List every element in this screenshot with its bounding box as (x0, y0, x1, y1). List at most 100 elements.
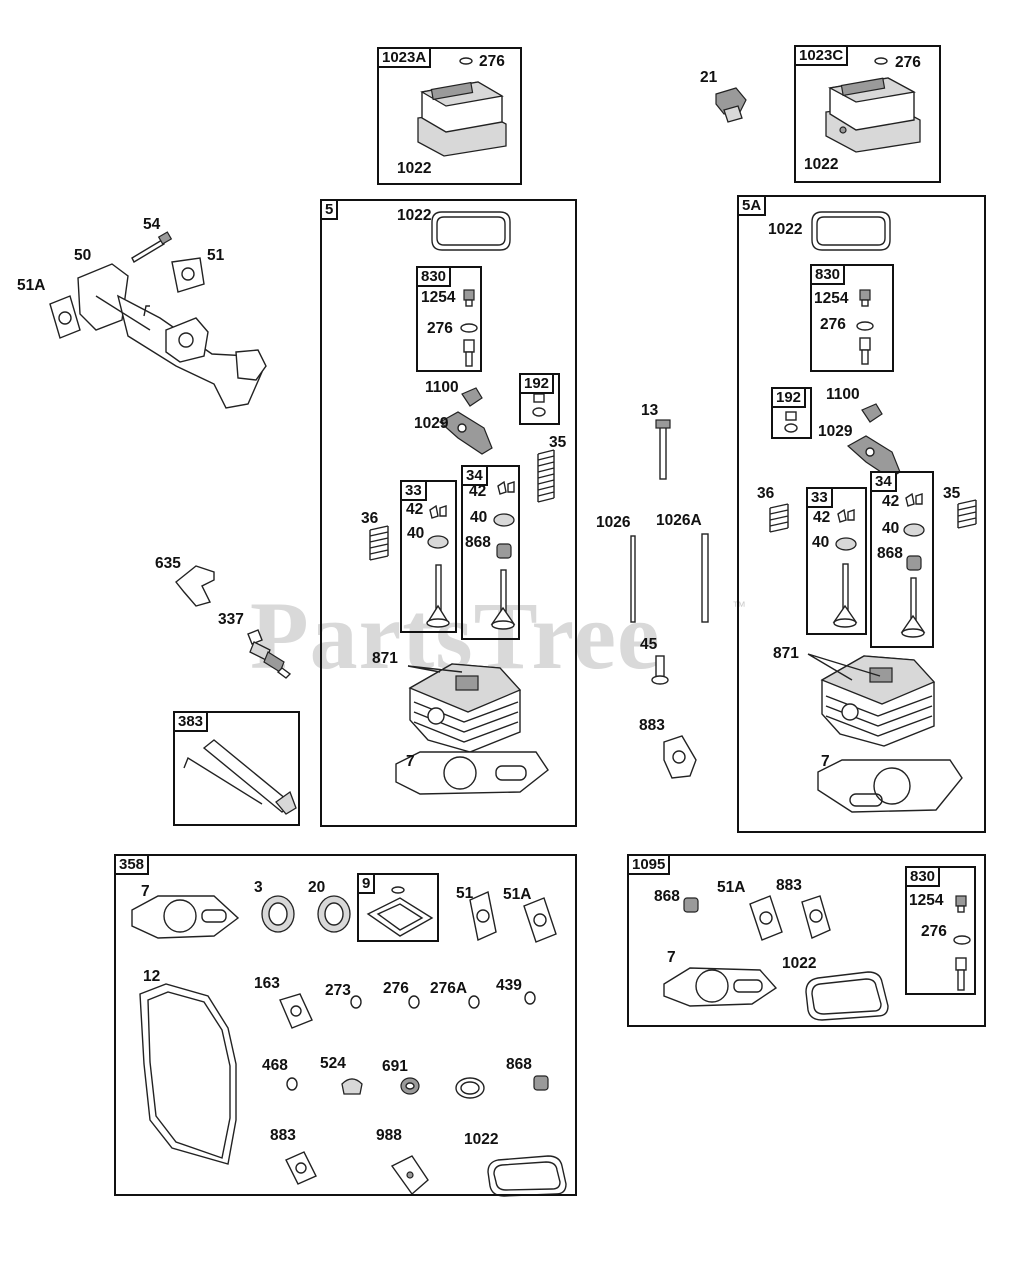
stud-icon (955, 957, 967, 991)
gasket-icon (171, 257, 205, 293)
callout-468: 468 (262, 1057, 288, 1074)
callout-868: 868 (506, 1056, 532, 1073)
box-5a: 5A (737, 195, 986, 833)
gasket-icon (279, 993, 313, 1029)
rocker-arm-icon (438, 411, 493, 455)
gasket-icon (801, 895, 831, 939)
callout-12: 12 (143, 968, 161, 985)
callout-1022: 1022 (397, 207, 432, 224)
callout-1100: 1100 (826, 386, 860, 403)
callout-276: 276 (921, 923, 947, 940)
box-label-830-left: 830 (416, 266, 452, 287)
valve-retainer-icon (427, 535, 449, 549)
callout-13: 13 (641, 402, 659, 419)
callout-7: 7 (821, 753, 830, 770)
callout-40: 40 (882, 520, 900, 537)
callout-50: 50 (74, 247, 92, 264)
callout-40: 40 (407, 525, 425, 542)
box-label-1023a: 1023A (377, 47, 432, 68)
stud-icon (463, 339, 475, 367)
callout-439: 439 (496, 977, 522, 994)
filter-gasket-icon (366, 897, 434, 937)
valve-keeper-icon (497, 480, 515, 495)
callout-7: 7 (141, 883, 150, 900)
callout-868: 868 (654, 888, 680, 905)
push-rod-icon (630, 535, 636, 623)
gasket-icon (811, 211, 891, 251)
bolt-icon (131, 231, 173, 263)
valve-spring-icon (957, 499, 977, 529)
valve-spring-icon (369, 525, 389, 561)
box-label-5a: 5A (737, 195, 767, 216)
callout-1254: 1254 (814, 290, 849, 307)
callout-42: 42 (406, 501, 424, 518)
box-label-383: 383 (173, 711, 209, 732)
box-1023c: 1023C (794, 45, 941, 183)
callout-51: 51 (456, 885, 474, 902)
callout-337: 337 (218, 611, 244, 628)
oil-seal-icon (261, 895, 295, 933)
gasket-icon (431, 211, 511, 251)
intake-manifold-icon (77, 263, 267, 409)
box-192-right: 192 (771, 387, 812, 439)
callout-883: 883 (270, 1127, 296, 1144)
valve-keeper-icon (905, 492, 923, 507)
callout-635: 635 (155, 555, 181, 572)
box-5: 5 (320, 199, 577, 827)
washer-icon (391, 886, 405, 894)
box-1095: 1095 (627, 854, 986, 1027)
plug-icon (341, 1078, 363, 1095)
gasket-icon (395, 751, 549, 795)
callout-163: 163 (254, 975, 280, 992)
valve-seal-icon (683, 897, 699, 913)
box-label-34-right: 34 (870, 471, 897, 492)
callout-868: 868 (877, 545, 903, 562)
callout-1022: 1022 (782, 955, 817, 972)
box-830-right: 830 (810, 264, 894, 372)
gasket-icon (805, 971, 889, 1021)
spark-plug-boot-icon (175, 565, 215, 607)
oil-seal-icon (400, 1077, 420, 1095)
valve-spring-icon (769, 503, 789, 533)
valve-icon (900, 577, 926, 638)
callout-51: 51 (207, 247, 225, 264)
washer-icon (468, 995, 480, 1009)
box-830-left: 830 (416, 266, 482, 372)
valve-seal-icon (906, 555, 922, 571)
valve-keeper-icon (837, 508, 855, 523)
callout-988: 988 (376, 1127, 402, 1144)
gasket-icon (285, 1151, 317, 1185)
gasket-icon (469, 891, 497, 941)
valve-cover-icon (825, 57, 921, 153)
callout-1022: 1022 (768, 221, 803, 238)
callout-524: 524 (320, 1055, 346, 1072)
bolt-icon (463, 289, 475, 307)
valve-spring-icon (537, 449, 555, 503)
callout-40: 40 (470, 509, 488, 526)
callout-7: 7 (667, 949, 676, 966)
callout-51a: 51A (17, 277, 46, 294)
spark-plug-wrench-icon (183, 739, 297, 815)
retainer-icon (532, 393, 546, 417)
box-label-192-left: 192 (519, 373, 555, 394)
callout-276a: 276A (430, 980, 468, 997)
guide-plate-icon (861, 403, 883, 423)
callout-42: 42 (469, 483, 487, 500)
callout-868: 868 (465, 534, 491, 551)
box-1023a: 1023A (377, 47, 522, 185)
stud-icon (859, 337, 871, 365)
washer-icon (953, 935, 971, 945)
watermark-trademark: ™ (732, 598, 746, 614)
washer-icon (856, 321, 874, 331)
valve-retainer-icon (835, 537, 857, 551)
callout-1026a: 1026A (656, 512, 702, 529)
gasket-icon (131, 895, 240, 939)
oil-seal-icon (317, 895, 351, 933)
callout-871: 871 (372, 650, 398, 667)
box-383: 383 (173, 711, 300, 826)
cylinder-head-icon (407, 663, 522, 753)
gasket-icon (817, 759, 963, 813)
box-label-1023c: 1023C (794, 45, 849, 66)
